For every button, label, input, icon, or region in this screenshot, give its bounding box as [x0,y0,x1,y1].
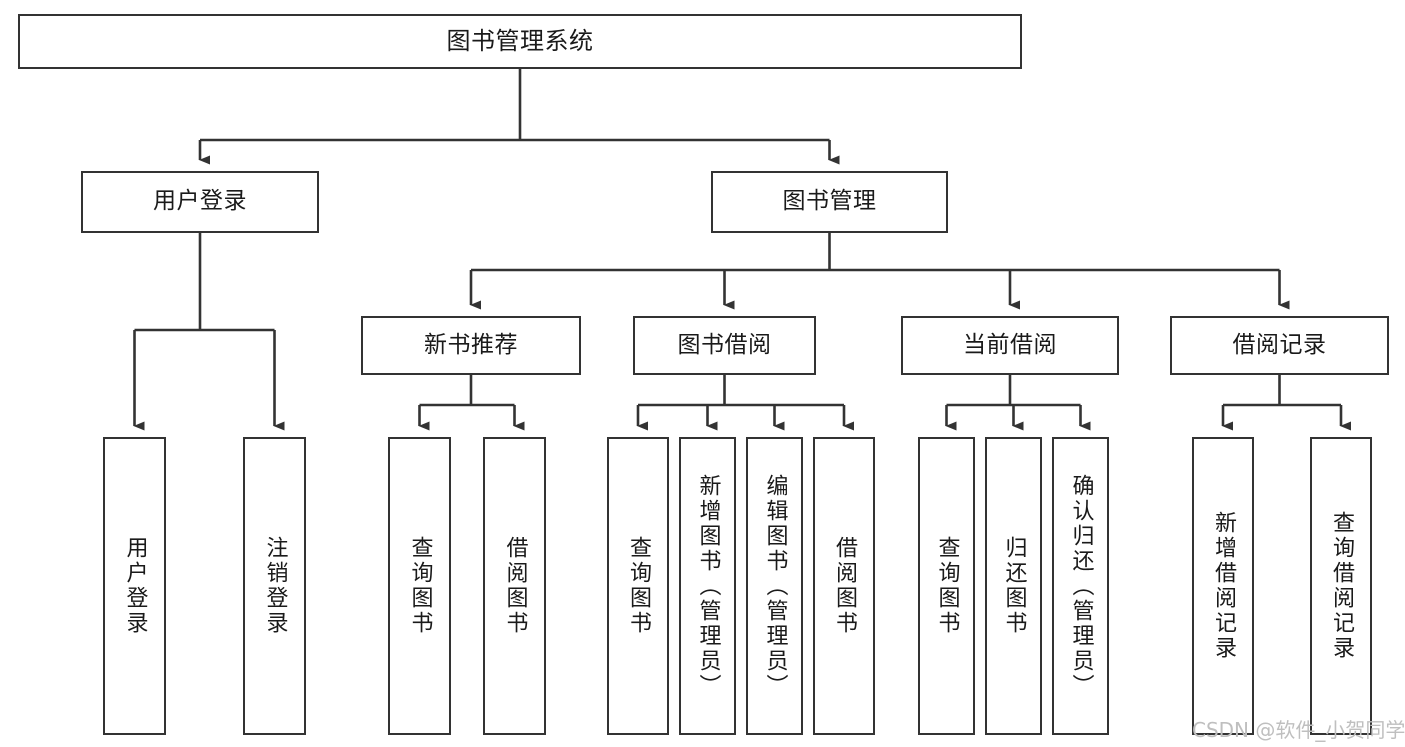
node-label: 查询图书 [407,536,433,636]
node-label: 新增图书（管理员） [695,473,721,699]
node-leaf-query-book-a[interactable]: 查询图书 [388,437,451,735]
node-label: 用户登录 [153,188,247,215]
node-book-borrow[interactable]: 图书借阅 [633,316,816,375]
node-user-login[interactable]: 用户登录 [81,171,319,233]
node-leaf-borrow-book-a[interactable]: 借阅图书 [483,437,546,735]
node-leaf-logout[interactable]: 注销登录 [243,437,306,735]
node-label: 新增借阅记录 [1211,511,1236,661]
node-label: 用户登录 [122,536,148,636]
node-label: 图书管理系统 [446,27,594,56]
node-leaf-query-record[interactable]: 查询借阅记录 [1310,437,1372,735]
node-borrow-record[interactable]: 借阅记录 [1170,316,1389,375]
node-leaf-borrow-book-b[interactable]: 借阅图书 [813,437,875,735]
node-label: 借阅图书 [502,536,528,636]
node-label: 查询借阅记录 [1329,511,1354,661]
node-label: 注销登录 [262,536,288,636]
node-label: 查询图书 [934,536,960,636]
node-leaf-user-login[interactable]: 用户登录 [103,437,166,735]
node-label: 查询图书 [626,536,651,636]
node-leaf-confirm-return[interactable]: 确认归还（管理员） [1052,437,1109,735]
node-root[interactable]: 图书管理系统 [18,14,1022,69]
node-label: 当前借阅 [963,331,1057,358]
node-leaf-edit-book[interactable]: 编辑图书（管理员） [746,437,803,735]
node-label: 新书推荐 [424,331,518,358]
node-leaf-add-book[interactable]: 新增图书（管理员） [679,437,736,735]
node-label: 图书管理 [782,188,877,215]
node-current-borrow[interactable]: 当前借阅 [901,316,1119,375]
node-label: 编辑图书（管理员） [762,473,788,699]
node-leaf-query-book-c[interactable]: 查询图书 [918,437,975,735]
node-label: 图书借阅 [677,331,772,358]
node-leaf-query-book-b[interactable]: 查询图书 [607,437,669,735]
node-label: 借阅记录 [1232,331,1327,358]
node-leaf-add-record[interactable]: 新增借阅记录 [1192,437,1254,735]
csdn-watermark: CSDN @软件_小贺同学 [1192,718,1405,742]
node-label: 归还图书 [1001,536,1027,636]
node-book-manage[interactable]: 图书管理 [711,171,948,233]
node-label: 确认归还（管理员） [1068,473,1094,699]
node-new-book-rec[interactable]: 新书推荐 [361,316,581,375]
node-label: 借阅图书 [832,536,857,636]
node-leaf-return-book[interactable]: 归还图书 [985,437,1042,735]
